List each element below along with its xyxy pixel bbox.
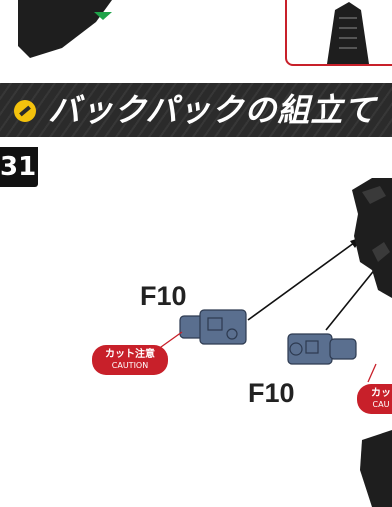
caution-text-lower: カッ	[371, 388, 391, 399]
section-banner: バックパックの組立て	[0, 83, 392, 137]
caution-sub-upper: CAUTION	[111, 361, 149, 370]
caution-sub-lower: CAU	[372, 400, 390, 409]
backpack-body-part	[352, 178, 392, 298]
banner-texture	[0, 83, 392, 137]
f10-part-lower	[287, 333, 357, 365]
caution-pointer-lower	[367, 363, 377, 383]
f10-part-upper	[179, 309, 247, 345]
banner-bullet-icon	[14, 100, 36, 122]
section-title: バックパックの組立て	[48, 91, 377, 129]
green-marker-icon	[94, 12, 112, 20]
reference-box	[285, 0, 392, 66]
reference-part-icon	[327, 2, 369, 64]
assembly-arrow-upper	[247, 239, 359, 321]
backpack-lower-part	[360, 430, 392, 507]
assembly-arrow-lower	[325, 267, 377, 331]
step-number: 31	[0, 147, 38, 187]
caution-text-upper: カット注意	[105, 349, 155, 360]
part-label-lower: F10	[248, 378, 295, 408]
part-label-upper: F10	[140, 281, 187, 311]
caution-badge-lower: カッ CAU	[357, 384, 392, 414]
backpack-top-part	[18, 0, 112, 58]
caution-badge-upper: カット注意 CAUTION	[92, 345, 168, 375]
